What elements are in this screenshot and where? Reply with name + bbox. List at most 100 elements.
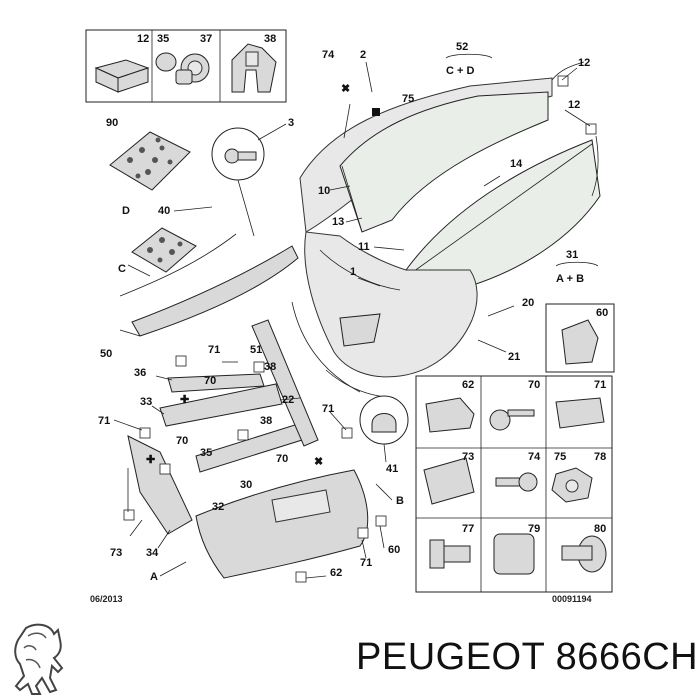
svg-text:✖: ✖ [341, 83, 350, 95]
svg-text:52: 52 [456, 41, 468, 53]
callout-71b: 71 [98, 415, 110, 427]
svg-text:31: 31 [566, 249, 578, 261]
grid-box-label: 70 [528, 379, 540, 391]
callout-38b: 38 [260, 415, 272, 427]
part-75-78-nut [551, 467, 593, 503]
grid-box-label: 80 [594, 523, 606, 535]
callout-70b: 70 [176, 435, 188, 447]
tailgate-upper-frame [299, 77, 553, 233]
callout-14: 14 [510, 158, 523, 170]
callout-22: 22 [282, 394, 294, 406]
callout-70c: 70 [276, 453, 288, 465]
callout-51: 51 [250, 344, 262, 356]
callout-35: 35 [200, 447, 212, 459]
part-38-clip [231, 43, 277, 93]
diagram-date: 06/2013 [90, 594, 123, 604]
callout-71d: 71 [360, 557, 372, 569]
leader-lines [113, 61, 591, 579]
callout-71c: 71 [322, 403, 334, 415]
top-box-label: 35 [157, 33, 169, 45]
part-41-cap [359, 395, 409, 445]
glass-seal-strip [551, 61, 585, 81]
svg-text:✖: ✖ [314, 456, 323, 468]
side-trim-34 [127, 435, 193, 535]
page-title: PEUGEOT 8666CH [356, 636, 699, 678]
group-31-label: 31 A + B [555, 249, 599, 285]
callout-labels: 1 2 3 10 11 12 12 13 14 20 21 22 30 32 3… [98, 49, 590, 583]
callout-30: 30 [240, 479, 252, 491]
lower-trim-panel [195, 469, 369, 579]
grid-box-label: 77 [462, 523, 474, 535]
part-79-rivet [493, 533, 535, 575]
side-part-box-60: 60 [545, 303, 615, 373]
callout-C: C [118, 263, 126, 275]
callout-62: 62 [330, 567, 342, 579]
grid-box-label: 74 [528, 451, 541, 463]
top-box-label: 38 [264, 33, 276, 45]
part-80-pushpin [561, 535, 607, 573]
callout-50: 50 [100, 348, 112, 360]
callout-36: 36 [134, 367, 146, 379]
part-62-bracket [425, 397, 475, 433]
roof-spoiler [119, 233, 299, 337]
callout-71a: 71 [208, 344, 220, 356]
callout-74: 74 [322, 49, 335, 61]
callout-41: 41 [386, 463, 398, 475]
callout-2: 2 [360, 49, 366, 61]
callout-34: 34 [146, 547, 159, 559]
callout-70a: 70 [204, 375, 216, 387]
parts-grid: 62 70 71 73 74 75 78 77 79 80 [415, 375, 613, 593]
top-parts-boxes: 12 35 37 38 [85, 29, 287, 103]
callout-12a: 12 [578, 57, 590, 69]
callout-B: B [396, 495, 404, 507]
part-70-screw [489, 409, 535, 431]
part-73-clip [423, 457, 475, 505]
peugeot-lion-logo [14, 623, 64, 695]
part-3-ball-stud [211, 127, 265, 237]
svg-text:C + D: C + D [446, 65, 474, 77]
side-box-label: 60 [596, 307, 608, 319]
callout-12b: 12 [568, 99, 580, 111]
part-77-pushpin [429, 539, 471, 569]
top-box-label: 12 [137, 33, 149, 45]
part-12-foam-block [94, 59, 150, 93]
callout-40: 40 [158, 205, 170, 217]
grid-box-label: 78 [594, 451, 606, 463]
grid-box-label: 73 [462, 451, 474, 463]
part-35-37-grommets [155, 52, 210, 85]
grid-box-label: 75 [554, 451, 566, 463]
svg-text:✚: ✚ [146, 454, 155, 466]
callout-75: 75 [402, 93, 414, 105]
marker-squares [123, 75, 597, 583]
callout-32: 32 [212, 501, 224, 513]
trim-strip-33 [159, 383, 283, 427]
callout-73: 73 [110, 547, 122, 559]
group-52-label: 52 C + D [445, 41, 493, 77]
callout-11: 11 [358, 241, 370, 253]
callout-10: 10 [318, 185, 330, 197]
tailgate-body [304, 231, 478, 378]
callout-60: 60 [388, 544, 400, 556]
callout-33: 33 [140, 396, 152, 408]
grid-box-label: 71 [594, 379, 606, 391]
part-90-clips-kit [109, 131, 191, 191]
diagram-reference: 00091194 [552, 594, 592, 604]
part-D-clips-kit [131, 227, 197, 273]
svg-text:A + B: A + B [556, 273, 584, 285]
grid-box-label: 62 [462, 379, 474, 391]
callout-90: 90 [106, 117, 118, 129]
callout-38a: 38 [264, 361, 276, 373]
callout-1: 1 [350, 266, 356, 278]
callout-21: 21 [508, 351, 520, 363]
callout-20: 20 [522, 297, 534, 309]
callout-D: D [122, 205, 130, 217]
top-box-label: 37 [200, 33, 212, 45]
fastener-symbols: ✖ ✚ ✚ ✖ [146, 83, 380, 468]
callout-13: 13 [332, 216, 344, 228]
part-74-screw [495, 472, 538, 492]
part-71-clip [555, 397, 605, 429]
svg-text:✚: ✚ [180, 394, 189, 406]
pillar-trim-51 [251, 319, 319, 447]
grid-box-label: 79 [528, 523, 540, 535]
